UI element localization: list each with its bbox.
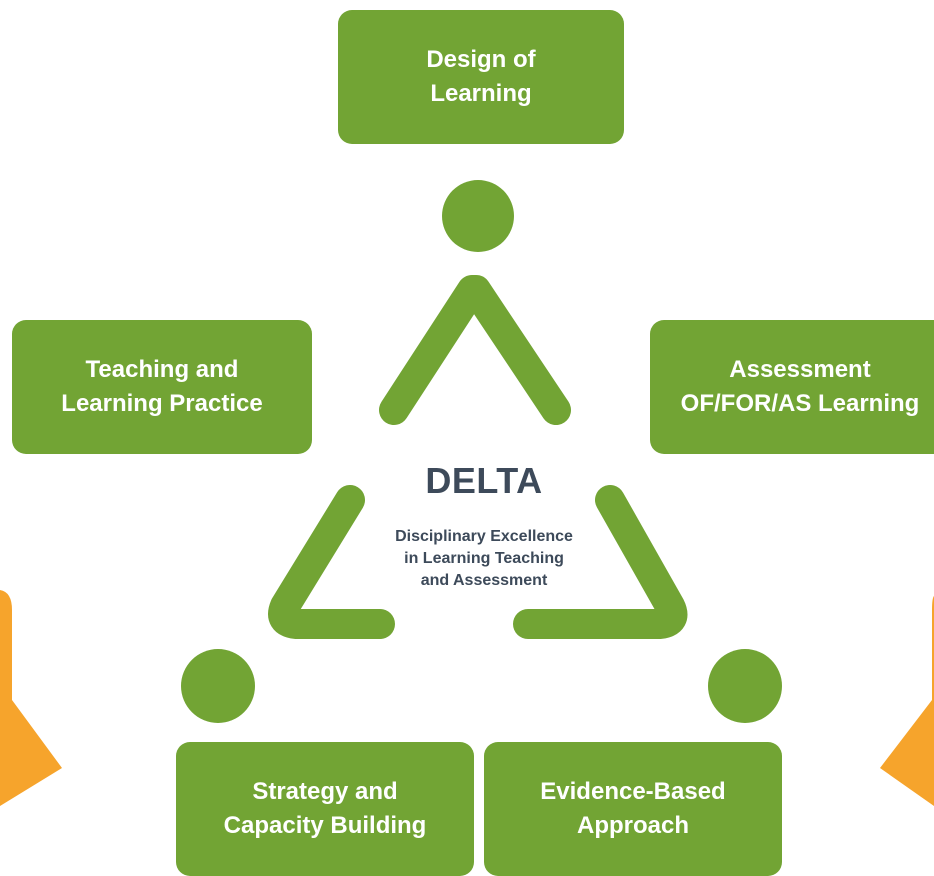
- left-head-circle: [181, 649, 255, 723]
- assessment-label: Assessment OF/FOR/AS Learning: [680, 356, 920, 417]
- strategy-capacity-building-label: Strategy and Capacity Building: [223, 778, 427, 839]
- strategy-capacity-building-box: Strategy and Capacity Building: [176, 742, 474, 876]
- delta-subtitle: Disciplinary Excellence in Learning Teac…: [395, 528, 573, 589]
- left-orange-arrow-icon: [0, 590, 62, 806]
- evidence-based-approach-box: Evidence-Based Approach: [484, 742, 782, 876]
- top-limb-chevron: [379, 275, 571, 425]
- delta-title: DELTA: [425, 460, 543, 501]
- assessment-box: Assessment OF/FOR/AS Learning: [650, 320, 934, 454]
- right-limb-chevron: [513, 485, 688, 639]
- teaching-learning-practice-label: Teaching and Learning Practice: [61, 356, 263, 417]
- design-of-learning-box: Design of Learning: [338, 10, 624, 144]
- top-head-circle: [442, 180, 514, 252]
- design-of-learning-label: Design of Learning: [426, 46, 536, 107]
- right-head-circle: [708, 649, 782, 723]
- evidence-based-approach-label: Evidence-Based Approach: [540, 778, 726, 839]
- teaching-learning-practice-box: Teaching and Learning Practice: [12, 320, 312, 454]
- right-orange-arrow-icon: [880, 596, 934, 806]
- left-limb-chevron: [268, 485, 395, 639]
